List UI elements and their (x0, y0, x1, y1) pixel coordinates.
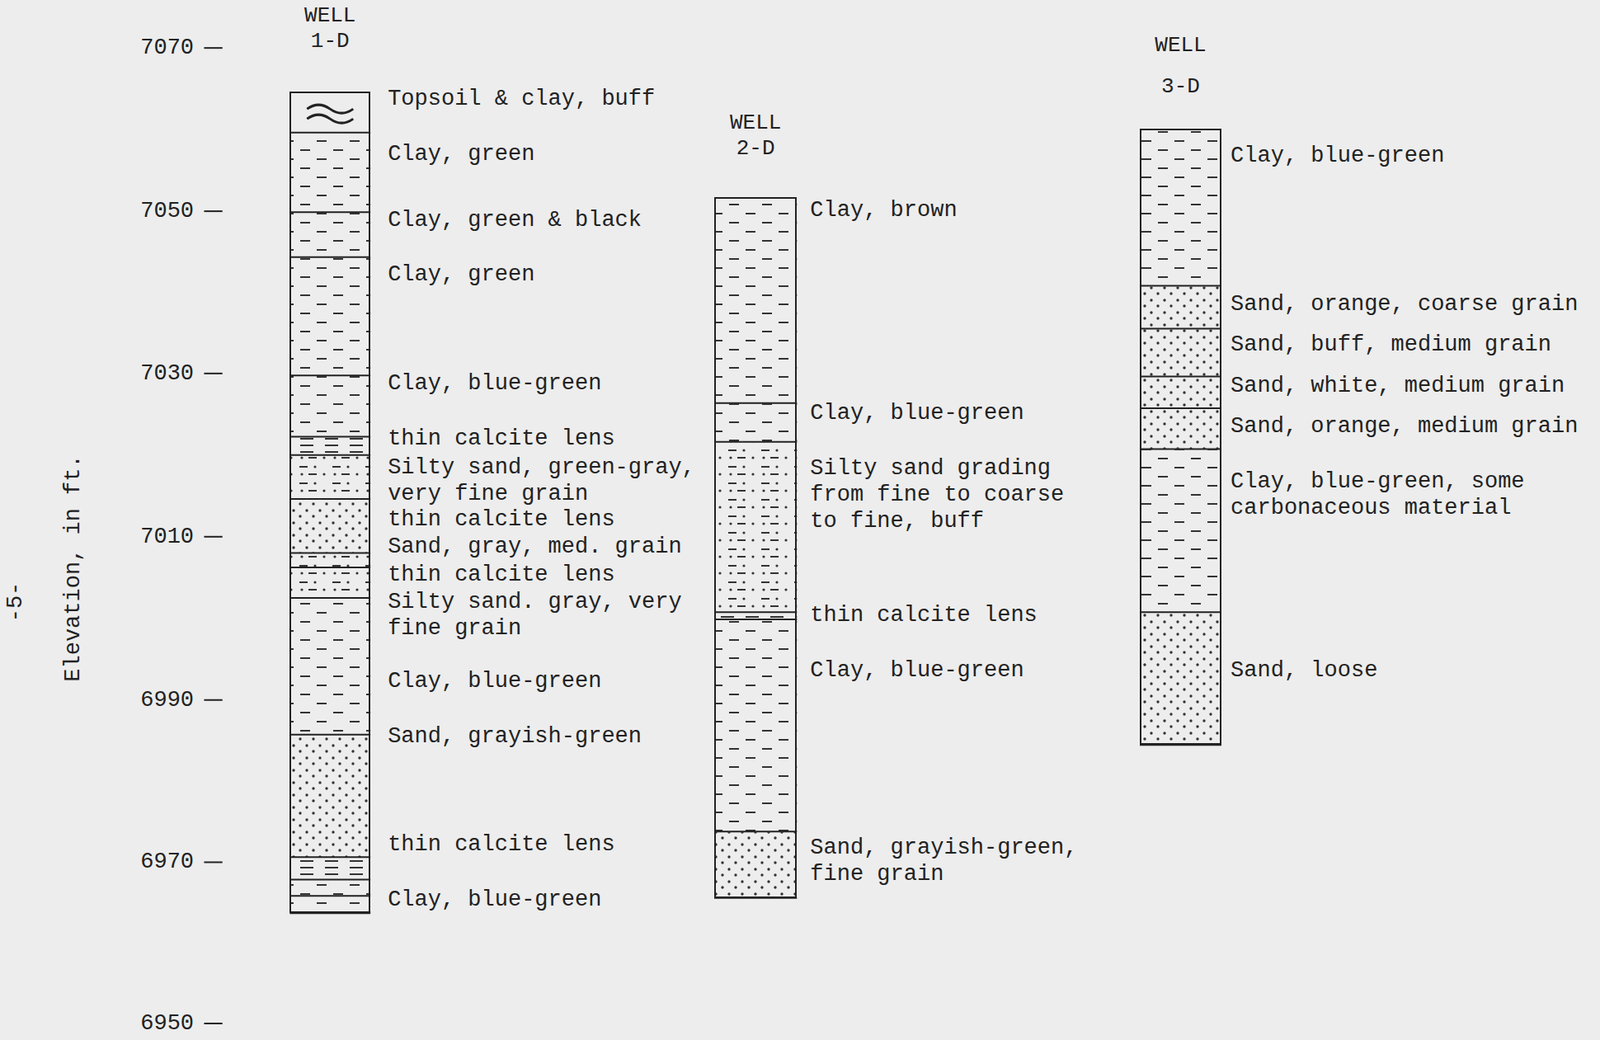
layer-label: Silty sand. gray, very fine grain (387, 588, 696, 642)
layer-label: Sand, white, medium grain (1230, 372, 1565, 400)
clay-pattern (289, 132, 371, 213)
layer-label: Sand, loose (1230, 657, 1378, 684)
layer-label: Sand, orange, coarse grain (1230, 291, 1578, 318)
sand-pattern (289, 734, 371, 857)
layer-label: Clay, green (387, 261, 535, 288)
axis-tick (203, 699, 222, 702)
page-number: -5- (2, 582, 29, 623)
layer-label: Clay, blue-green (1230, 142, 1445, 170)
silt-pattern (289, 567, 371, 598)
axis-tick (203, 47, 222, 49)
clay-pattern (289, 895, 371, 913)
axis-tick (203, 210, 222, 212)
tick-label: 6990 (140, 687, 194, 714)
clay-pattern (714, 197, 797, 404)
layer-label: thin calcite lens (387, 506, 615, 533)
layer-label: Clay, green & black (387, 207, 642, 234)
silt-pattern (289, 553, 371, 568)
layer-label: Topsoil & clay, buff (387, 85, 655, 113)
clay-pattern (289, 597, 371, 735)
layer-label: Sand, gray, med. grain (387, 533, 682, 560)
layer-label: Sand, orange, medium grain (1230, 413, 1578, 440)
axis-tick (203, 536, 222, 538)
layer-label: Clay, brown (809, 197, 957, 224)
layer-label: Clay, blue-green, some carbonaceous mate… (1230, 468, 1539, 522)
tick-label: 7030 (140, 360, 194, 387)
well-column: WELL 2-D (714, 197, 797, 899)
layer-label: Clay, green (387, 141, 535, 168)
sand-pattern (289, 498, 371, 554)
topsoil-symbol (306, 104, 353, 113)
lens-pattern (714, 611, 797, 620)
tick-label: 7010 (140, 523, 194, 551)
clay-pattern (289, 880, 371, 897)
sand-pattern (1139, 408, 1222, 449)
clay-pattern (714, 403, 797, 443)
lens-pattern (289, 856, 371, 880)
tick-label: 7070 (140, 34, 194, 62)
layer-label: thin calcite lens (387, 831, 615, 858)
layer-label: thin calcite lens (809, 602, 1037, 629)
layer-label: thin calcite lens (387, 425, 615, 452)
tick-label: 6950 (140, 1010, 194, 1037)
layer-label: Clay, blue-green (387, 668, 602, 695)
layer-label: Clay, blue-green (809, 400, 1024, 427)
clay-pattern (1139, 448, 1222, 612)
silt-pattern (714, 442, 797, 613)
clay-pattern (289, 257, 371, 377)
well-column: WELL 3-D (1139, 128, 1222, 745)
clay-pattern (289, 375, 371, 437)
topsoil-symbol (306, 114, 353, 123)
layer-label: Sand, grayish-green (387, 723, 642, 750)
clay-pattern (289, 211, 371, 257)
silt-pattern (289, 455, 371, 499)
clay-pattern (714, 619, 797, 832)
well-heading: WELL 3-D (1151, 24, 1211, 108)
sand-pattern (1139, 328, 1222, 377)
sand-pattern (1139, 376, 1222, 409)
lens-pattern (289, 437, 371, 456)
well-heading: WELL 1-D (300, 3, 360, 55)
well-heading: WELL 2-D (725, 110, 786, 162)
layer-label: Clay, blue-green (387, 886, 602, 913)
layer-label: Clay, blue-green (387, 370, 602, 397)
axis-tick (203, 372, 222, 375)
clay-pattern (1139, 128, 1222, 287)
well-column: WELL 1-D (289, 91, 371, 913)
layer-label: Sand, buff, medium grain (1230, 331, 1552, 358)
layer-label: Clay, blue-green (809, 657, 1024, 684)
axis-title: Elevation, in ft. (60, 454, 87, 682)
tick-label: 7050 (140, 197, 194, 225)
sand-pattern (714, 831, 797, 898)
sand-pattern (1139, 611, 1222, 745)
axis-tick (203, 861, 222, 863)
layer-label: Sand, grayish-green, fine grain (809, 834, 1091, 888)
layer-label: Silty sand, green-gray, very fine grain (387, 454, 709, 508)
layer-label: thin calcite lens (387, 561, 615, 589)
sand-pattern (1139, 285, 1222, 329)
tick-label: 6970 (140, 848, 194, 876)
layer-label: Silty sand grading from fine to coarse t… (809, 455, 1078, 535)
axis-tick (203, 1022, 222, 1025)
